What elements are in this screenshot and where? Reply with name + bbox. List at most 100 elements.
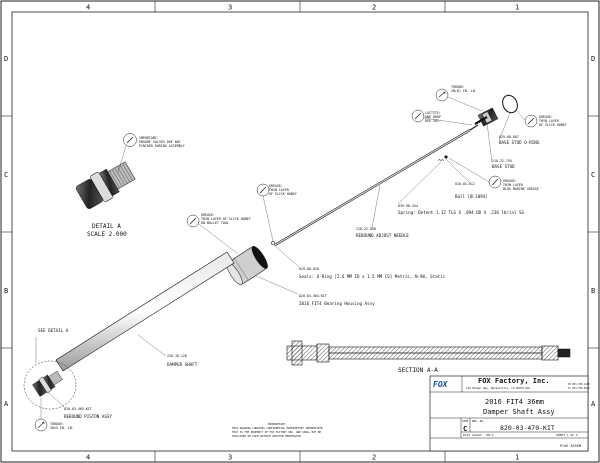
zone-col-1: 1 (515, 4, 519, 12)
oring-label: Seals: O-Ring [2.6 MM ID x 1.5 MM CS] Me… (299, 274, 446, 279)
detail-a-marker-circle (23, 360, 77, 410)
torque-top-line2: 2N(0) IN. LB. (451, 89, 477, 93)
zone-row-a: A (4, 400, 9, 408)
proprietary-line4: DISCLOSED OR USED WITHOUT WRITTEN PERMIS… (232, 434, 301, 438)
zone-labels: 4 3 2 1 4 3 2 1 D C B A D C B A (4, 4, 596, 462)
rebound-piston-group: SEE DETAIL A 820-03-465-KIT REBOUND PIST… (23, 328, 112, 432)
dwg-no-value: 820-03-470-KIT (500, 424, 555, 432)
damper-shaft-group: 220-10-126 DAMPER SHAFT (55, 251, 235, 372)
proprietary-line1: PROPRIETARY (268, 422, 286, 426)
zone-row-d-right: D (591, 55, 595, 63)
proprietary-line2: THIS DRAWING CONTAINS CONFIDENTIAL PROPR… (232, 426, 323, 430)
damper-shaft-part (55, 251, 235, 372)
bearing-housing-part (226, 246, 268, 286)
spring-pn: 039-90-344 (398, 204, 418, 208)
rebound-piston-part (32, 370, 63, 397)
grease-bushing-line2: THIN LAYER OF SLICK HONEY (201, 217, 251, 221)
grease-ball-line3: BLUE MARINE GREASE (503, 187, 539, 191)
grease-callout-mid: GREASE: THIN LAYER OF SLICK HONEY (256, 183, 297, 242)
zone-col-4-bottom: 4 (86, 454, 90, 462)
shaft-label: DAMPER SHAFT (167, 362, 198, 367)
loctite-line2: ONE DROP (425, 115, 441, 119)
base-stud-group: TORQUE: 2N(0) IN. LB. LOCTITE: ONE DROP … (397, 85, 567, 215)
section-a-a-part (286, 340, 571, 366)
company-fax: Fx 831-768-9312 (568, 387, 590, 390)
ball-label: Ball [Ø.1094] (455, 194, 488, 199)
zone-col-2-bottom: 2 (372, 454, 376, 462)
grease-callout-bushing: GREASE: THIN LAYER OF SLICK HONEY ON BUL… (186, 213, 251, 255)
oring-leader (498, 112, 511, 141)
needle-label: REBOUND ADJUST NEEDLE (356, 233, 409, 238)
detail-a-scale: SCALE 2.000 (87, 231, 127, 238)
base-stud-part (474, 107, 499, 127)
zone-col-1-bottom: 1 (515, 454, 519, 462)
loctite-callout: LOCTITE: ONE DROP RED 262 (411, 109, 473, 126)
torque-bottom-line2: 30±5 IN. LB. (50, 426, 74, 430)
title-line1: 2016 FIT4 36mm (485, 398, 544, 406)
zone-col-2: 2 (372, 4, 376, 12)
grease-mid-line1: GREASE: (269, 184, 283, 188)
base-stud-oring-label: BASE STUD O-RING (499, 140, 540, 145)
piston-pn: 820-03-465-KIT (64, 407, 92, 411)
zone-row-d: D (4, 55, 8, 63)
dwg-no-label: DWG. NO. (472, 419, 485, 423)
oring-pn: 029-08-026 (299, 267, 319, 271)
piston-label: REBOUND PISTON ASSY (64, 414, 112, 419)
title-block: FOX FOX Factory, Inc. 130 Hangar Way, Wa… (232, 375, 590, 452)
base-stud-label: BASE STUD (492, 164, 515, 169)
zone-row-b-right: B (591, 287, 595, 295)
torque-callout-bottom: TORQUE: 30±5 IN. LB. (34, 398, 74, 432)
detail-a-group: IMPORTANT: ENSURE VALVES ARE NOT PINCHED… (75, 133, 185, 238)
bearing-pn: 820-03-464-KIT (299, 294, 327, 298)
important-callout: IMPORTANT: ENSURE VALVES ARE NOT PINCHED… (117, 133, 185, 173)
grease-top-right-line1: GREASE: (539, 115, 553, 119)
detail-a-piston-part (75, 161, 136, 209)
loctite-line1: LOCTITE: (425, 111, 441, 115)
plot-scale: PLOT SCALE: .08:1 (463, 433, 494, 437)
detail-a-title: DETAIL A (92, 223, 121, 230)
fox-logo: FOX (433, 380, 449, 389)
loctite-line3: RED 262 (425, 119, 439, 123)
grease-bushing-line3: ON BULLET TOOL (201, 221, 229, 225)
grease-mid-line2: THIN LAYER (269, 188, 289, 192)
company-address: 130 Hangar Way, Watsonville, CA 95076 US… (466, 386, 530, 390)
grease-top-right-line2: THIN LAYER (539, 119, 559, 123)
torque-top-line1: TORQUE: (451, 85, 465, 89)
grease-top-right-line3: OF SLICK HONEY (539, 123, 567, 127)
detent-ball-part (444, 155, 448, 159)
base-stud-pn: 210-22-755 (492, 159, 512, 163)
grease-bushing-line1: GREASE: (201, 213, 215, 217)
base-stud-oring-pn: 025-08-007 (499, 135, 519, 139)
base-stud-leader (486, 122, 493, 163)
proprietary-line3: THAT IS THE PROPERTY OF FOX FACTORY INC.… (232, 430, 321, 434)
ball-pn: 010-01-012 (455, 182, 475, 186)
spring-label: Spring: Detent 1.12 TLG X .094 OD X .236… (398, 210, 525, 215)
important-line3: PINCHED DURING ASSEMBLY (139, 144, 185, 148)
company-phone: Ph 831-768-1100 (568, 383, 590, 386)
important-line2: ENSURE VALVES ARE NOT (139, 140, 181, 144)
bearing-label: 2016 FIT4 Bearing Housing Assy (299, 301, 375, 306)
see-detail-label: SEE DETAIL A (38, 328, 69, 333)
section-a-a-label: SECTION A-A (398, 367, 438, 374)
sheet-number: SHEET 1 OF 1 (556, 433, 578, 437)
title-line2: Damper Shaft Assy (483, 408, 555, 416)
proprietary-notice: PROPRIETARY THIS DRAWING CONTAINS CONFID… (232, 422, 323, 438)
zone-col-3: 3 (228, 4, 232, 12)
detent-spring-part (437, 158, 445, 162)
rebound-needle-group: 210-22-856 REBOUND ADJUST NEEDLE (274, 124, 479, 246)
svg-text:FOX: FOX (433, 380, 449, 389)
torque-callout-top: TORQUE: 2N(0) IN. LB. (435, 85, 483, 112)
zone-row-c: C (4, 171, 8, 179)
footer-label: ProE ASSEM (560, 444, 581, 448)
base-stud-oring-part (502, 94, 518, 114)
size-value: C (463, 425, 467, 433)
zone-col-4: 4 (86, 4, 90, 12)
zone-row-a-right: A (591, 400, 596, 408)
size-label: SIZE (462, 419, 469, 423)
grease-ball-line1: GREASE: (503, 179, 517, 183)
grease-callout-ball: GREASE: THIN LAYER BLUE MARINE GREASE (448, 157, 539, 191)
important-line1: IMPORTANT: (139, 136, 159, 140)
grease-mid-line3: OF SLICK HONEY (269, 192, 297, 196)
